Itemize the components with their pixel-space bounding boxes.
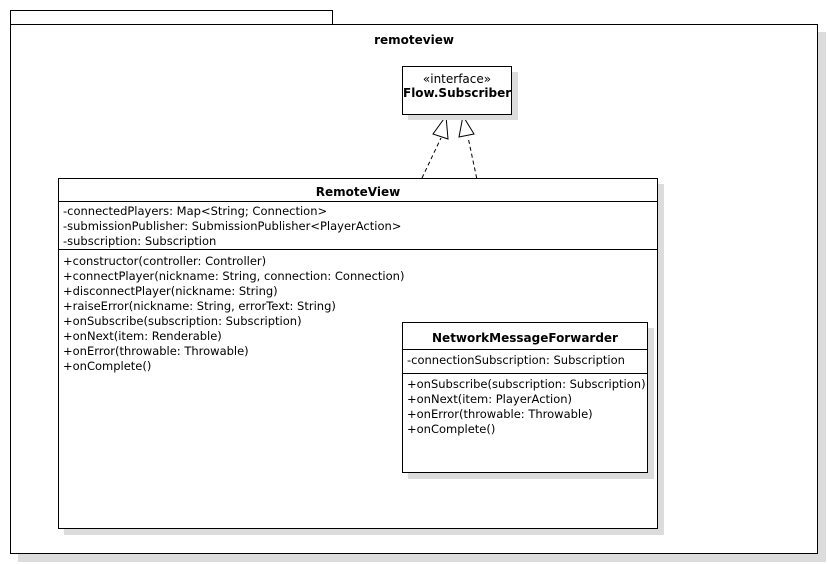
realization-arrowhead-remoteview xyxy=(432,114,449,140)
class-name: NetworkMessageForwarder xyxy=(432,331,618,345)
operation: +disconnectPlayer(nickname: String) xyxy=(63,284,278,298)
operation: +onNext(item: Renderable) xyxy=(63,329,222,343)
attributes-compartment: -connectedPlayers: Map<String; Connectio… xyxy=(59,201,657,249)
attribute: -subscription: Subscription xyxy=(63,234,217,248)
operation: +onComplete() xyxy=(407,422,496,436)
operation: +onNext(item: PlayerAction) xyxy=(407,392,573,406)
realization-arrowhead-forwarder xyxy=(458,114,475,138)
operation: +onError(throwable: Throwable) xyxy=(407,407,593,421)
package-title: remoteview xyxy=(374,33,454,47)
operations-compartment: +constructor(controller: Controller) +co… xyxy=(59,249,657,374)
class-network-message-forwarder[interactable]: NetworkMessageForwarder -connectionSubsc… xyxy=(402,322,648,473)
operation: +constructor(controller: Controller) xyxy=(63,254,267,268)
operation: +onComplete() xyxy=(63,359,152,373)
operations-compartment: +onSubscribe(subscription: Subscription)… xyxy=(403,373,647,437)
attribute: -connectedPlayers: Map<String; Connectio… xyxy=(63,204,328,218)
interface-flow-subscriber[interactable]: «interface» Flow.Subscriber xyxy=(402,66,512,115)
realization-remoteview[interactable] xyxy=(421,137,442,179)
attribute: -submissionPublisher: SubmissionPublishe… xyxy=(63,219,402,233)
attributes-compartment: -connectionSubscription: Subscription xyxy=(403,349,647,373)
operation: +onSubscribe(subscription: Subscription) xyxy=(407,377,646,391)
attribute: -connectionSubscription: Subscription xyxy=(407,353,625,367)
class-name: RemoteView xyxy=(315,185,401,199)
operation: +onSubscribe(subscription: Subscription) xyxy=(63,314,302,328)
operation: +onError(throwable: Throwable) xyxy=(63,344,249,358)
interface-name: Flow.Subscriber xyxy=(403,86,512,100)
operation: +raiseError(nickname: String, errorText:… xyxy=(63,299,336,313)
interface-stereotype: «interface» xyxy=(422,72,492,86)
operation: +connectPlayer(nickname: String, connect… xyxy=(63,269,405,283)
